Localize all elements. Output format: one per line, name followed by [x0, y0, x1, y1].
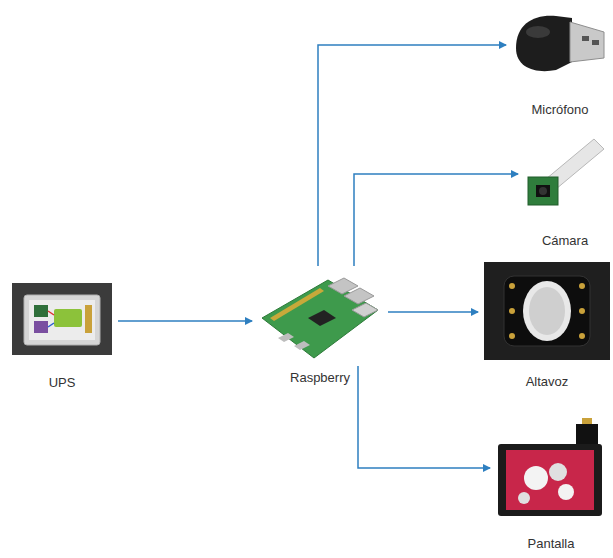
illustration-part	[526, 26, 550, 38]
illustration-part	[528, 177, 558, 205]
connector-arrow	[388, 311, 478, 313]
speaker-picture	[484, 262, 610, 360]
illustration-part	[308, 310, 336, 326]
node-label: Altavoz	[484, 374, 610, 389]
illustration-part	[582, 36, 589, 41]
picture-area	[524, 135, 606, 213]
illustration-part	[576, 424, 598, 446]
illustration-part	[579, 333, 585, 339]
illustration-part	[523, 281, 571, 341]
illustration-part	[518, 492, 530, 504]
illustration-part	[592, 40, 599, 45]
illustration-part	[524, 466, 548, 490]
node-label: Cámara	[524, 233, 606, 248]
illustration-part	[12, 283, 112, 355]
illustration-part	[29, 300, 95, 340]
picture-area	[258, 266, 382, 366]
connector-arrow	[318, 45, 506, 266]
illustration-part	[509, 308, 515, 314]
node-label: Pantalla	[496, 536, 606, 551]
illustration-part	[278, 333, 294, 342]
connector-arrow	[354, 174, 518, 266]
node-label: UPS	[12, 375, 112, 390]
microphone-node: Micrófono	[512, 8, 608, 117]
illustration-part	[344, 288, 374, 304]
illustration-part	[509, 283, 515, 289]
illustration-part	[509, 333, 515, 339]
illustration-part	[34, 305, 48, 317]
illustration-part	[539, 187, 547, 195]
connector-arrow	[358, 366, 490, 468]
camera-picture	[528, 139, 604, 205]
illustration-part	[504, 276, 590, 346]
illustration-part	[579, 283, 585, 289]
illustration-part	[34, 321, 48, 333]
screen-picture	[498, 418, 602, 516]
illustration-part	[48, 311, 54, 315]
illustration-part	[24, 295, 100, 345]
ups-picture	[12, 283, 112, 355]
picture-area	[484, 262, 610, 360]
illustration-part	[536, 185, 550, 197]
illustration-part	[579, 308, 585, 314]
speaker-node: Altavoz	[484, 262, 610, 389]
illustration-part	[484, 262, 610, 360]
illustration-part	[529, 287, 565, 335]
screen-node: Pantalla	[496, 418, 606, 551]
node-label: Raspberry	[258, 370, 382, 385]
illustration-part	[516, 16, 572, 71]
connector-arrow	[118, 320, 252, 322]
illustration-part	[558, 484, 574, 500]
illustration-part	[570, 22, 604, 62]
illustration-part	[352, 303, 378, 317]
picture-area	[496, 418, 606, 518]
illustration-part	[48, 323, 54, 327]
illustration-part	[262, 280, 378, 358]
illustration-part	[549, 463, 567, 481]
camera-node: Cámara	[524, 135, 606, 248]
microphone-picture	[516, 16, 604, 71]
node-label: Micrófono	[512, 102, 608, 117]
raspberry-node: Raspberry	[258, 266, 382, 385]
illustration-part	[54, 309, 82, 327]
illustration-part	[85, 305, 92, 333]
picture-area	[12, 283, 112, 355]
illustration-part	[498, 444, 602, 516]
raspberry-picture	[262, 278, 378, 358]
ups-node: UPS	[12, 283, 112, 390]
picture-area	[512, 8, 608, 82]
illustration-part	[506, 450, 594, 510]
illustration-part	[294, 341, 310, 350]
